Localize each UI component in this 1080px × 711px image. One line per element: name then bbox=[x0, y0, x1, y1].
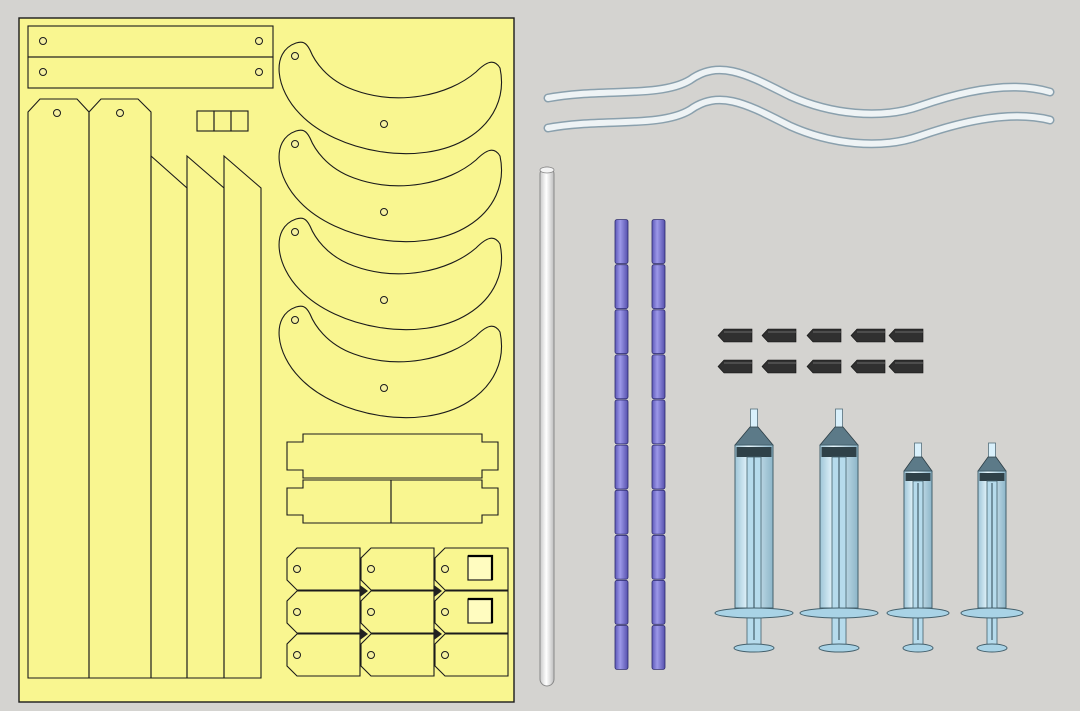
peg bbox=[850, 359, 886, 374]
rod-segment bbox=[651, 309, 666, 355]
pegs bbox=[717, 328, 924, 374]
crescent-fin bbox=[278, 129, 503, 243]
segmented-rod bbox=[651, 219, 666, 670]
bent-wire bbox=[543, 95, 1055, 149]
rod-segment bbox=[651, 489, 666, 535]
tag-piece bbox=[434, 633, 509, 677]
rod-segment bbox=[651, 580, 666, 625]
crescent-fins bbox=[278, 41, 503, 419]
strip-pieces bbox=[27, 25, 274, 89]
rod-segment bbox=[651, 534, 666, 580]
notched-boards bbox=[286, 433, 499, 524]
tag-piece bbox=[434, 547, 509, 591]
tag-piece bbox=[286, 585, 368, 634]
peg bbox=[761, 328, 797, 343]
white-rod bbox=[539, 166, 555, 687]
bent-wires bbox=[543, 65, 1055, 149]
tag-piece bbox=[286, 547, 361, 591]
rod-segment bbox=[614, 399, 629, 445]
strip-hole bbox=[39, 68, 47, 76]
peg bbox=[850, 328, 886, 343]
strip-hole bbox=[255, 68, 263, 76]
cut-sheet bbox=[18, 17, 515, 703]
rod-segment bbox=[614, 219, 629, 264]
panel-hole bbox=[53, 109, 61, 117]
crescent-fin bbox=[278, 217, 503, 331]
bent-wire bbox=[543, 65, 1055, 119]
beveled-panel bbox=[223, 154, 262, 679]
peg bbox=[888, 328, 924, 343]
rod-segment bbox=[614, 625, 629, 670]
rod-segment bbox=[614, 489, 629, 535]
rod-segment bbox=[651, 399, 666, 445]
peg bbox=[717, 328, 753, 343]
notched-board bbox=[286, 433, 499, 479]
tag-piece bbox=[360, 628, 442, 677]
peg bbox=[717, 359, 753, 374]
segmented-rods bbox=[614, 219, 666, 670]
rod-segment bbox=[651, 625, 666, 670]
panel-hole bbox=[116, 109, 124, 117]
peg bbox=[806, 359, 842, 374]
tag-pieces bbox=[286, 547, 509, 677]
peg bbox=[888, 359, 924, 374]
rod-segment bbox=[651, 444, 666, 490]
rod-segment bbox=[651, 354, 666, 400]
syringe bbox=[960, 442, 1024, 653]
strip-hole bbox=[39, 37, 47, 45]
segmented-rod bbox=[614, 219, 629, 670]
small-squares bbox=[196, 110, 249, 132]
tag-piece bbox=[360, 547, 435, 591]
rod-segment bbox=[614, 444, 629, 490]
tag-piece bbox=[434, 590, 509, 634]
peg bbox=[761, 359, 797, 374]
beveled-panels bbox=[150, 154, 262, 679]
rod-segment bbox=[651, 264, 666, 310]
crescent-fin bbox=[278, 41, 503, 155]
strip-hole bbox=[255, 37, 263, 45]
rod-segment bbox=[614, 264, 629, 310]
syringe bbox=[714, 408, 794, 653]
peg bbox=[806, 328, 842, 343]
syringes bbox=[714, 408, 1024, 653]
strip-bottom bbox=[27, 56, 274, 89]
rod-segment bbox=[614, 580, 629, 625]
long-panel bbox=[88, 98, 152, 679]
rod-segment bbox=[614, 534, 629, 580]
tag-piece bbox=[286, 628, 368, 677]
crescent-fin bbox=[278, 305, 503, 419]
tag-piece bbox=[360, 585, 442, 634]
rod-segment bbox=[614, 354, 629, 400]
notched-board bbox=[390, 479, 499, 524]
rod-segment bbox=[651, 219, 666, 264]
rod-segment bbox=[614, 309, 629, 355]
syringe bbox=[886, 442, 950, 653]
small-square bbox=[230, 110, 249, 132]
syringe bbox=[799, 408, 879, 653]
sheet-background bbox=[18, 17, 515, 703]
long-panels bbox=[27, 98, 152, 679]
